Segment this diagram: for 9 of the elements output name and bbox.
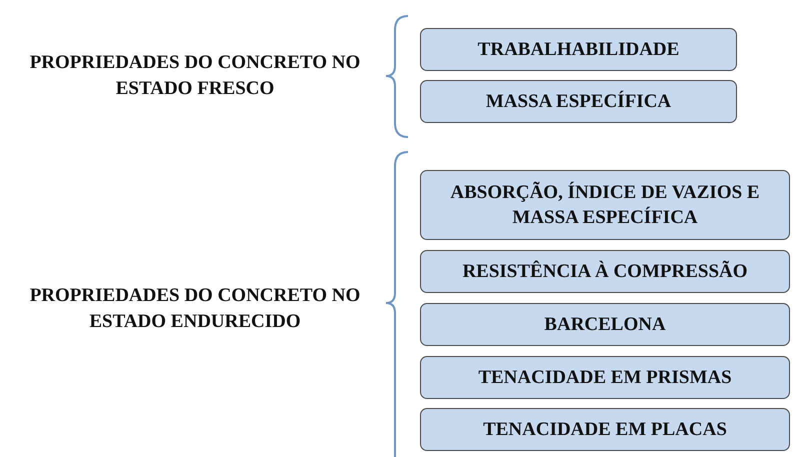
property-box: RESISTÊNCIA À COMPRESSÃO bbox=[420, 250, 790, 293]
property-box: ABSORÇÃO, ÍNDICE DE VAZIOS E MASSA ESPECÍFICA bbox=[420, 170, 790, 240]
property-box: MASSA ESPECÍFICA bbox=[420, 80, 737, 123]
group-heading: PROPRIEDADES DO CONCRETO NO ESTADO FRESCO bbox=[28, 51, 362, 101]
property-box: TENACIDADE EM PLACAS bbox=[420, 408, 790, 451]
property-box: BARCELONA bbox=[420, 303, 790, 346]
property-box: TENACIDADE EM PRISMAS bbox=[420, 356, 790, 399]
group-heading: PROPRIEDADES DO CONCRETO NO ESTADO ENDURECIDO bbox=[28, 284, 362, 334]
property-box: TRABALHABILIDADE bbox=[420, 28, 737, 71]
